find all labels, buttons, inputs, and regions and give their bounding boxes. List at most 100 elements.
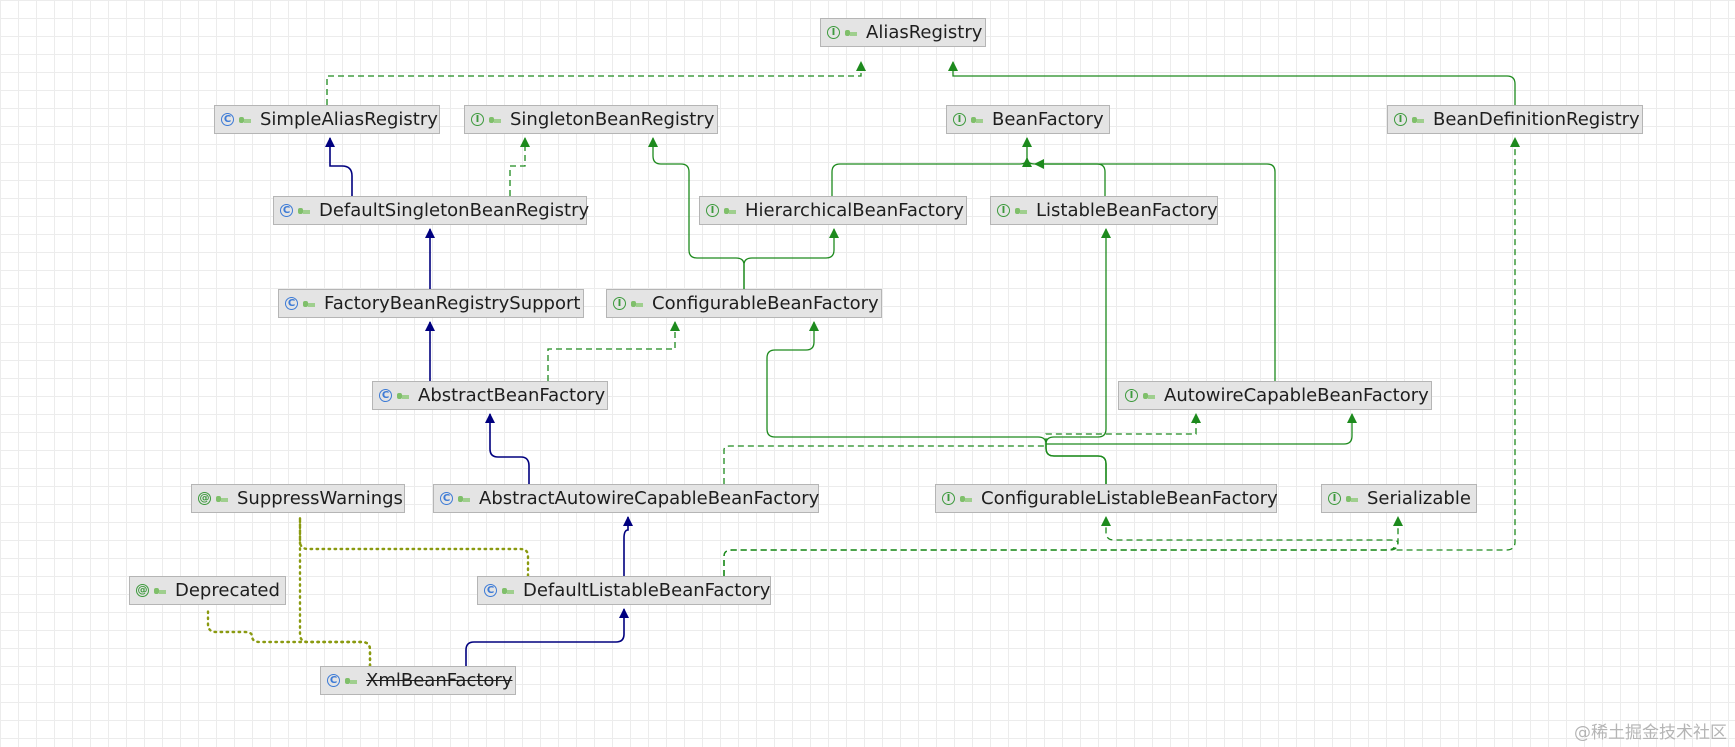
node-label: SingletonBeanRegistry	[510, 109, 715, 130]
node-simple-alias-registry[interactable]: C SimpleAliasRegistry	[214, 105, 440, 134]
node-label: BeanDefinitionRegistry	[1433, 109, 1640, 130]
node-label: AbstractAutowireCapableBeanFactory	[479, 488, 820, 509]
edge-abstract-autowire-capable-bean-factory-to-autowire-capable-bean-factory	[723, 413, 1201, 484]
node-label: HierarchicalBeanFactory	[745, 200, 964, 221]
edge-configurable-listable-bean-factory-to-autowire-capable-bean-factory	[1045, 413, 1357, 484]
node-default-singleton-bean-registry[interactable]: C DefaultSingletonBeanRegistry	[273, 196, 590, 225]
node-label: Serializable	[1367, 488, 1471, 509]
node-bean-definition-registry[interactable]: I BeanDefinitionRegistry	[1387, 105, 1643, 134]
class-icon: C	[285, 297, 298, 310]
class-icon: C	[379, 389, 392, 402]
edge-abstract-bean-factory-to-configurable-bean-factory	[547, 321, 680, 381]
node-label: ConfigurableListableBeanFactory	[981, 488, 1278, 509]
interface-icon: I	[997, 204, 1010, 217]
public-access-icon	[489, 116, 501, 124]
edge-xml-bean-factory-to-default-listable-bean-factory	[465, 608, 629, 666]
node-hierarchical-bean-factory[interactable]: I HierarchicalBeanFactory	[699, 196, 967, 225]
public-access-icon	[631, 300, 643, 308]
public-access-icon	[303, 300, 315, 308]
interface-icon: I	[953, 113, 966, 126]
edge-abstract-autowire-capable-bean-factory-to-suppress-warnings	[298, 515, 530, 578]
node-default-listable-bean-factory[interactable]: C DefaultListableBeanFactory	[477, 576, 771, 605]
node-serializable[interactable]: I Serializable	[1321, 484, 1477, 513]
public-access-icon	[960, 495, 972, 503]
edge-configurable-listable-bean-factory-to-configurable-bean-factory	[766, 321, 1107, 484]
public-access-icon	[458, 495, 470, 503]
node-bean-factory[interactable]: I BeanFactory	[946, 105, 1110, 134]
watermark-text: @稀土掘金技术社区	[1574, 723, 1727, 743]
public-access-icon	[502, 587, 514, 595]
public-access-icon	[154, 587, 166, 595]
annotation-icon: @	[136, 584, 149, 597]
node-label: BeanFactory	[992, 109, 1104, 130]
public-access-icon	[971, 116, 983, 124]
interface-icon: I	[942, 492, 955, 505]
node-label: ConfigurableBeanFactory	[652, 293, 879, 314]
public-access-icon	[397, 392, 409, 400]
edge-default-singleton-bean-registry-to-simple-alias-registry	[325, 137, 353, 196]
edge-bean-definition-registry-to-alias-registry	[948, 61, 1516, 105]
node-configurable-bean-factory[interactable]: I ConfigurableBeanFactory	[606, 289, 882, 318]
public-access-icon	[845, 29, 857, 37]
interface-icon: I	[706, 204, 719, 217]
edge-default-listable-bean-factory-to-serializable	[723, 516, 1403, 576]
node-label: XmlBeanFactory	[366, 670, 513, 691]
node-configurable-listable-bean-factory[interactable]: I ConfigurableListableBeanFactory	[935, 484, 1278, 513]
public-access-icon	[1015, 207, 1027, 215]
edge-simple-alias-registry-to-alias-registry	[326, 61, 866, 105]
node-listable-bean-factory[interactable]: I ListableBeanFactory	[990, 196, 1218, 225]
annotation-icon: @	[198, 492, 211, 505]
node-label: AutowireCapableBeanFactory	[1164, 385, 1429, 406]
edge-abstract-autowire-capable-bean-factory-to-abstract-bean-factory	[485, 413, 530, 484]
node-xml-bean-factory[interactable]: C XmlBeanFactory	[320, 666, 516, 695]
node-abstract-bean-factory[interactable]: C AbstractBeanFactory	[372, 381, 608, 410]
node-label: DefaultListableBeanFactory	[523, 580, 771, 601]
edge-default-listable-bean-factory-to-configurable-listable-bean-factory	[723, 516, 1399, 576]
node-label: SimpleAliasRegistry	[260, 109, 438, 130]
node-autowire-capable-bean-factory[interactable]: I AutowireCapableBeanFactory	[1118, 381, 1432, 410]
edge-default-listable-bean-factory-to-abstract-autowire-capable-bean-factory	[623, 516, 633, 576]
interface-icon: I	[613, 297, 626, 310]
interface-icon: I	[1125, 389, 1138, 402]
edge-default-listable-bean-factory-to-bean-definition-registry	[723, 137, 1520, 576]
node-alias-registry[interactable]: I AliasRegistry	[820, 18, 986, 47]
node-label: SuppressWarnings	[237, 488, 403, 509]
public-access-icon	[216, 495, 228, 503]
node-deprecated[interactable]: @ Deprecated	[129, 576, 286, 605]
edge-autowire-capable-bean-factory-to-bean-factory	[1034, 159, 1276, 381]
edge-default-singleton-bean-registry-to-singleton-bean-registry	[509, 137, 530, 196]
node-label: Deprecated	[175, 580, 280, 601]
node-singleton-bean-registry[interactable]: I SingletonBeanRegistry	[464, 105, 718, 134]
edge-configurable-listable-bean-factory-to-listable-bean-factory	[1045, 228, 1111, 484]
class-icon: C	[440, 492, 453, 505]
public-access-icon	[1143, 392, 1155, 400]
node-suppress-warnings[interactable]: @ SuppressWarnings	[191, 484, 405, 513]
public-access-icon	[1412, 116, 1424, 124]
interface-icon: I	[1328, 492, 1341, 505]
node-label: FactoryBeanRegistrySupport	[324, 293, 581, 314]
node-label: AbstractBeanFactory	[418, 385, 606, 406]
public-access-icon	[1346, 495, 1358, 503]
public-access-icon	[345, 677, 357, 685]
node-label: DefaultSingletonBeanRegistry	[319, 200, 590, 221]
edge-xml-bean-factory-to-deprecated	[206, 607, 372, 668]
node-abstract-autowire-capable-bean-factory[interactable]: C AbstractAutowireCapableBeanFactory	[433, 484, 819, 513]
interface-icon: I	[1394, 113, 1407, 126]
node-label: ListableBeanFactory	[1036, 200, 1218, 221]
node-label: AliasRegistry	[866, 22, 983, 43]
edge-xml-bean-factory-to-suppress-warnings	[298, 515, 372, 668]
interface-icon: I	[471, 113, 484, 126]
class-icon: C	[280, 204, 293, 217]
public-access-icon	[724, 207, 736, 215]
public-access-icon	[298, 207, 310, 215]
node-factory-bean-registry-support[interactable]: C FactoryBeanRegistrySupport	[278, 289, 584, 318]
public-access-icon	[239, 116, 251, 124]
class-icon: C	[327, 674, 340, 687]
edge-configurable-bean-factory-to-singleton-bean-registry	[648, 137, 745, 289]
interface-icon: I	[827, 26, 840, 39]
edge-hierarchical-bean-factory-to-bean-factory	[831, 137, 1032, 196]
class-icon: C	[221, 113, 234, 126]
edge-configurable-bean-factory-to-hierarchical-bean-factory	[743, 228, 839, 289]
class-icon: C	[484, 584, 497, 597]
